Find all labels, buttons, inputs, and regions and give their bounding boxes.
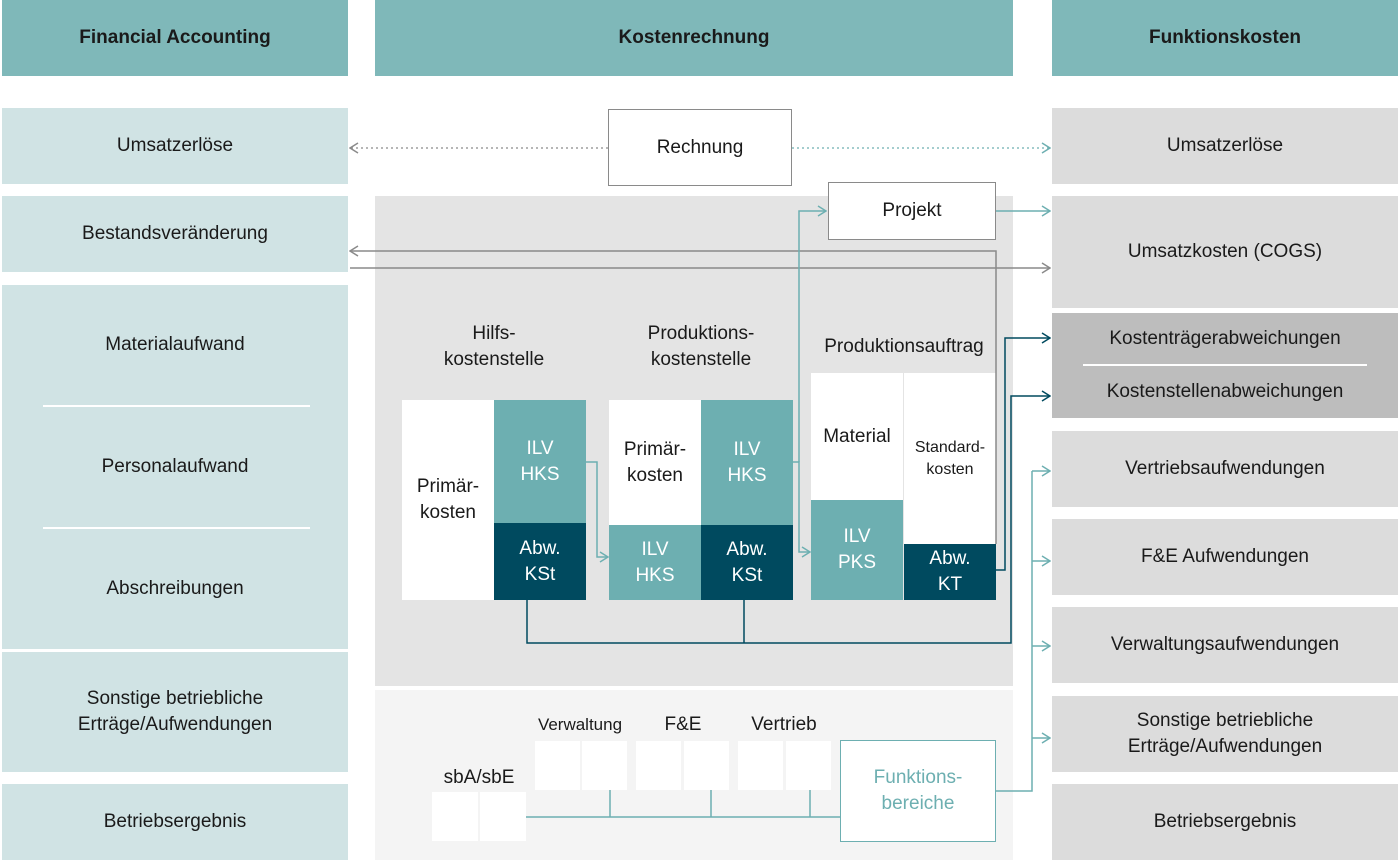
hks-to-pks-arrow — [586, 461, 608, 557]
hks-primaerkosten: Primär- kosten — [402, 400, 494, 600]
fa-separator — [43, 405, 310, 407]
pks-primaerkosten: Primär- kosten — [609, 400, 701, 525]
fa-umsatzerloese: Umsatzerlöse — [2, 108, 348, 184]
projekt-box: Projekt — [828, 182, 996, 240]
fe-label: F&E — [664, 714, 702, 735]
sba-cell — [432, 792, 478, 841]
fa-materialaufwand: Materialaufwand — [105, 334, 245, 355]
pks-to-projekt-arrow — [798, 211, 826, 462]
fe-cell — [636, 741, 681, 790]
rechnung-box: Rechnung — [608, 109, 792, 186]
fk-umsatzerloese: Umsatzerlöse — [1052, 108, 1398, 184]
fe-cell — [684, 741, 729, 790]
header-kostenrechnung: Kostenrechnung — [375, 0, 1013, 76]
abw-kt-arrow — [996, 338, 1050, 571]
hks-abw-kst: Abw. KSt — [494, 523, 586, 600]
hks-ilv-hks: ILV HKS — [494, 400, 586, 523]
verwaltung-cell — [582, 741, 627, 790]
vertrieb-label: Vertrieb — [751, 714, 817, 735]
produktionsauftrag-title: Produktionsauftrag — [824, 336, 984, 357]
fk-separator — [1083, 364, 1367, 366]
header-financial-accounting: Financial Accounting — [2, 0, 348, 76]
fk-sonstige: Sonstige betriebliche Erträge/Aufwendung… — [1052, 696, 1398, 772]
fk-kostentraegerabweichungen: Kostenträgerabweichungen — [1109, 328, 1341, 349]
fk-fe-aufwendungen: F&E Aufwendungen — [1052, 519, 1398, 595]
bestand-arrow — [350, 251, 997, 544]
fk-vertriebsaufwendungen: Vertriebsaufwendungen — [1052, 431, 1398, 507]
sba-cell — [480, 792, 526, 841]
fk-verwaltungsaufwendungen: Verwaltungsaufwendungen — [1052, 607, 1398, 683]
pa-standardkosten: Standard- kosten — [904, 373, 996, 544]
fa-sonstige: Sonstige betriebliche Erträge/Aufwendung… — [2, 652, 348, 772]
fk-kostenstellenabweichungen: Kostenstellenabweichungen — [1106, 381, 1344, 402]
verwaltung-label: Verwaltung — [537, 715, 623, 734]
hilfskostenstelle-title: Hilfs- kostenstelle — [443, 323, 545, 370]
funktionsbereiche-trunk — [996, 471, 1033, 792]
pks-abw-kst: Abw. KSt — [701, 525, 793, 600]
fa-personalaufwand: Personalaufwand — [101, 456, 249, 477]
fa-separator — [43, 527, 310, 529]
funktionsbereiche-box: Funktions- bereiche — [840, 740, 996, 842]
fa-abschreibungen: Abschreibungen — [106, 578, 244, 599]
sba-sbe-label: sbA/sbE — [443, 767, 515, 788]
fa-cost-block — [2, 285, 348, 649]
fa-betriebsergebnis: Betriebsergebnis — [2, 784, 348, 860]
pks-ilv-hks-bottom: ILV HKS — [609, 525, 701, 600]
verwaltung-cell — [535, 741, 580, 790]
pks-ilv-hks-top: ILV HKS — [701, 400, 793, 525]
fk-umsatzkosten: Umsatzkosten (COGS) — [1052, 196, 1398, 308]
pks-to-pa-arrow — [793, 461, 810, 552]
pa-material: Material — [811, 373, 903, 500]
fa-bestandsveraenderung: Bestandsveränderung — [2, 196, 348, 272]
vertrieb-cell — [738, 741, 783, 790]
pa-abw-kt: Abw. KT — [904, 544, 996, 600]
vertrieb-cell — [786, 741, 831, 790]
pa-ilv-pks: ILV PKS — [811, 500, 903, 600]
abw-kst-arrow — [526, 396, 1050, 644]
header-funktionskosten: Funktionskosten — [1052, 0, 1398, 76]
fk-betriebsergebnis: Betriebsergebnis — [1052, 784, 1398, 860]
produktionskostenstelle-title: Produktions- kostenstelle — [647, 323, 755, 370]
